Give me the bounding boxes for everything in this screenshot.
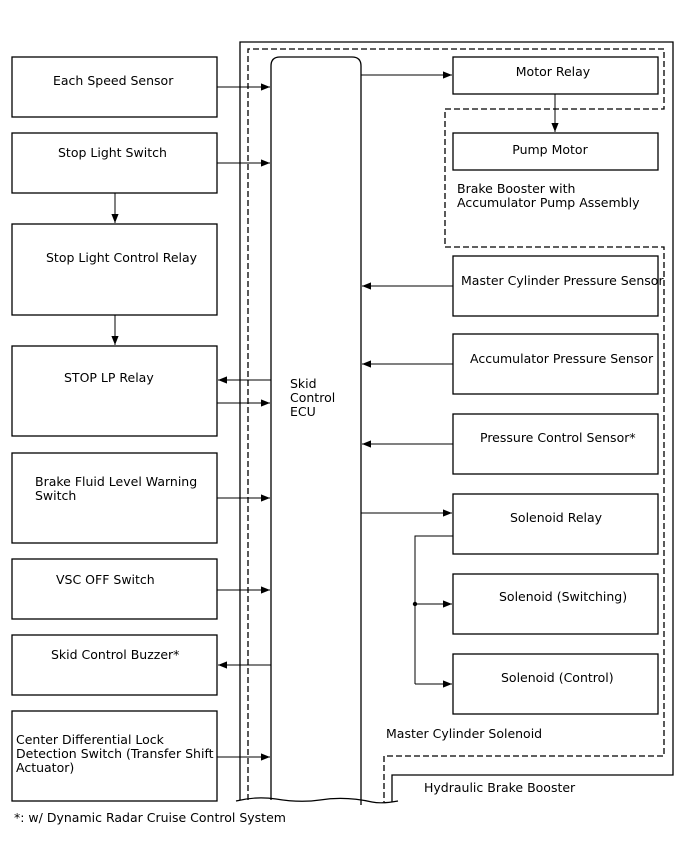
center-diff-label-line-2: Detection Switch (Transfer Shift: [16, 746, 214, 761]
block-center-diff-lock-switch: Center Differential Lock Detection Switc…: [11, 710, 218, 802]
brake-fluid-level-label-line-1: Brake Fluid Level Warning: [35, 474, 197, 489]
block-stop-lp-relay: STOP LP Relay: [11, 345, 218, 437]
stop-light-control-relay-label: Stop Light Control Relay: [46, 250, 198, 265]
block-vsc-off-switch: VSC OFF Switch: [11, 558, 218, 620]
block-solenoid-control: Solenoid (Control): [452, 653, 659, 715]
block-solenoid-relay: Solenoid Relay: [452, 493, 659, 555]
master-cylinder-solenoid-boundary: [247, 48, 665, 802]
brake-fluid-level-label-line-2: Switch: [35, 488, 76, 503]
ecu-label-line-3: ECU: [290, 404, 316, 419]
block-solenoid-switching: Solenoid (Switching): [452, 573, 659, 635]
block-motor-relay: Motor Relay: [452, 56, 659, 95]
block-pump-motor: Pump Motor: [452, 132, 659, 171]
skid-control-ecu-box: [270, 56, 362, 805]
pressure-control-sensor-label: Pressure Control Sensor*: [480, 430, 636, 445]
center-diff-label-line-3: Actuator): [16, 760, 74, 775]
block-skid-control-buzzer: Skid Control Buzzer*: [11, 634, 218, 696]
pump-motor-label: Pump Motor: [512, 142, 588, 157]
motor-relay-label: Motor Relay: [516, 64, 591, 79]
solenoid-relay-label: Solenoid Relay: [510, 510, 603, 525]
hydraulic-brake-booster-boundary: [239, 41, 674, 802]
block-accumulator-pressure-sensor: Accumulator Pressure Sensor: [452, 333, 659, 395]
solenoid-control-label: Solenoid (Control): [501, 670, 614, 685]
block-stop-light-switch: Stop Light Switch: [11, 132, 218, 194]
accumulator-pressure-sensor-label: Accumulator Pressure Sensor: [470, 351, 654, 366]
block-brake-fluid-level-warning-switch: Brake Fluid Level Warning Switch: [11, 452, 218, 544]
solenoid-relay-feed-line: [414, 535, 453, 684]
center-diff-label-line-1: Center Differential Lock: [16, 732, 165, 747]
skid-control-buzzer-label: Skid Control Buzzer*: [51, 647, 179, 662]
block-stop-light-control-relay: Stop Light Control Relay: [11, 223, 218, 316]
footnote: *: w/ Dynamic Radar Cruise Control Syste…: [14, 810, 286, 825]
ecu-label-line-1: Skid: [290, 376, 317, 391]
ecu-label-line-2: Control: [290, 390, 335, 405]
stop-light-switch-label: Stop Light Switch: [58, 145, 167, 160]
master-cylinder-solenoid-label: Master Cylinder Solenoid: [386, 726, 542, 741]
solenoid-switching-label: Solenoid (Switching): [499, 589, 627, 604]
hydraulic-brake-booster-label: Hydraulic Brake Booster: [424, 780, 576, 795]
block-master-cylinder-pressure-sensor: Master Cylinder Pressure Sensor: [452, 255, 664, 317]
vsc-off-switch-label: VSC OFF Switch: [56, 572, 155, 587]
each-speed-sensor-label: Each Speed Sensor: [53, 73, 174, 88]
brake-booster-assembly-label-line-2: Accumulator Pump Assembly: [457, 195, 640, 210]
block-pressure-control-sensor: Pressure Control Sensor*: [452, 413, 659, 475]
brake-booster-assembly-label-line-1: Brake Booster with: [457, 181, 575, 196]
stop-lp-relay-label: STOP LP Relay: [64, 370, 154, 385]
master-cylinder-pressure-sensor-label: Master Cylinder Pressure Sensor: [461, 273, 664, 288]
block-each-speed-sensor: Each Speed Sensor: [11, 56, 218, 118]
break-line: [235, 797, 399, 804]
